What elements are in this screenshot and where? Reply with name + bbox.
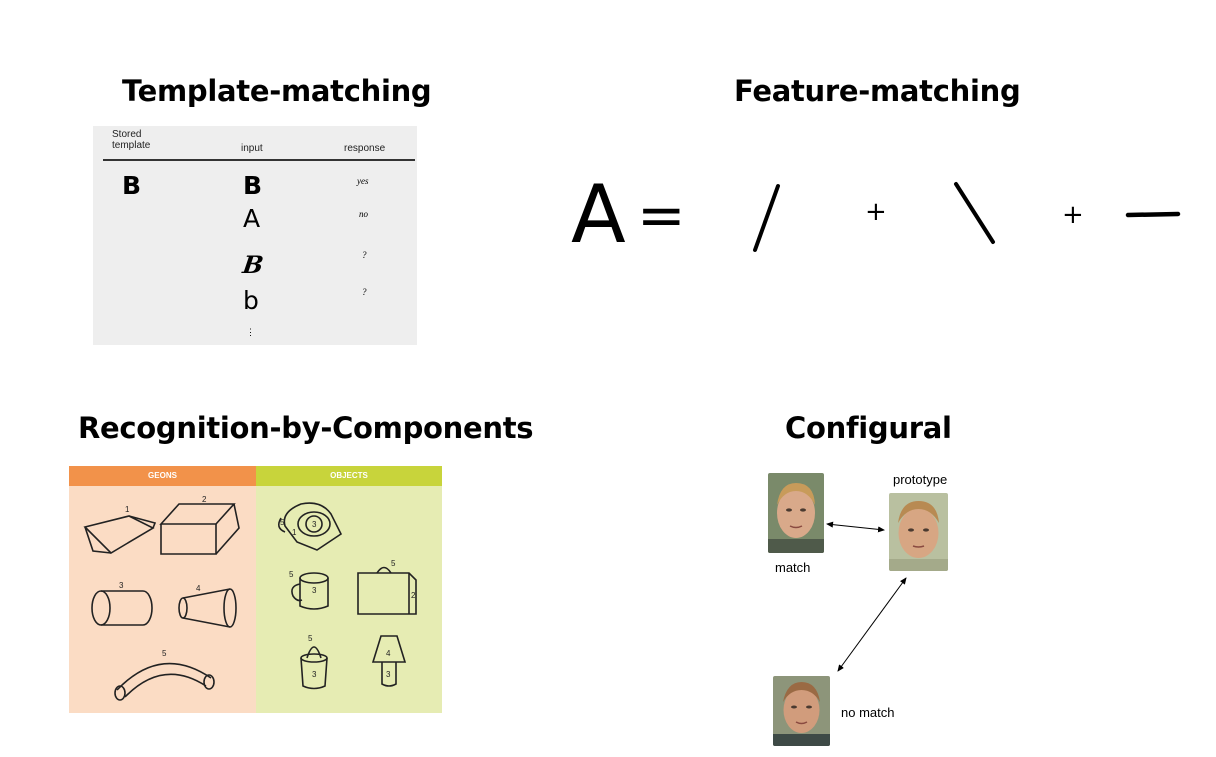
briefcase-object-icon xyxy=(357,566,417,615)
objects-header: OBJECTS xyxy=(256,466,442,486)
object-number: 2 xyxy=(411,591,416,600)
response-value: ? xyxy=(362,287,367,297)
input-letter: B xyxy=(243,171,263,200)
response-value: ? xyxy=(362,250,367,260)
feature-strokes xyxy=(753,182,1181,252)
object-number: 5 xyxy=(308,634,313,643)
geon-number: 1 xyxy=(125,505,130,514)
no-match-arrow xyxy=(837,577,907,672)
feature-matching-title: Feature-matching xyxy=(734,74,1021,108)
geon-number: 3 xyxy=(119,581,124,590)
geons-header: GEONS xyxy=(69,466,256,486)
geon-cylinder-icon xyxy=(91,590,153,626)
header-rule xyxy=(103,159,415,161)
stored-template-letter: B xyxy=(122,171,142,200)
geon-curved-tube-icon xyxy=(114,662,215,701)
face-prototype-face xyxy=(889,493,948,571)
back-slash-stroke xyxy=(954,182,995,244)
object-number: 1 xyxy=(292,528,297,537)
input-letter: A xyxy=(243,204,261,233)
object-number: 5 xyxy=(289,570,294,579)
rbc-title: Recognition-by-Components xyxy=(78,411,534,445)
template-matching-title: Template-matching xyxy=(122,74,432,108)
geon-cone-icon xyxy=(178,588,237,628)
face-match-face xyxy=(768,473,824,553)
lamp-object-icon xyxy=(371,635,407,687)
forward-slash-stroke xyxy=(753,184,780,252)
object-number: 4 xyxy=(386,649,391,658)
response-value: yes xyxy=(357,176,369,186)
horizontal-stroke xyxy=(1125,211,1181,218)
object-number: 3 xyxy=(386,670,391,679)
feature-letter: A xyxy=(571,168,626,261)
plus-sign: + xyxy=(1062,200,1084,230)
object-number: 5 xyxy=(280,518,285,527)
geon-box-icon xyxy=(159,503,240,555)
objects-label: OBJECTS xyxy=(330,471,368,480)
plus-sign: + xyxy=(865,197,887,227)
telephone-object-icon xyxy=(277,502,343,551)
equals-sign: = xyxy=(637,181,686,249)
input-letter: b xyxy=(243,286,259,315)
header-input: input xyxy=(241,143,263,154)
geons-label: GEONS xyxy=(148,471,177,480)
prototype-label: prototype xyxy=(893,472,948,487)
header-stored-template: Stored template xyxy=(112,129,151,151)
ellipsis: ⋮ xyxy=(246,327,255,337)
mug-object-icon xyxy=(291,572,329,610)
header-response: response xyxy=(344,143,386,154)
face-no-match-face xyxy=(773,676,830,746)
object-number: 3 xyxy=(312,520,317,529)
object-number: 3 xyxy=(312,670,317,679)
rbc-drawings: 1 2 3 4 5 xyxy=(83,495,417,701)
configural-title: Configural xyxy=(785,411,952,445)
match-label: match xyxy=(775,560,811,575)
geons-objects-panel: GEONS OBJECTS xyxy=(69,466,442,713)
object-number: 5 xyxy=(391,559,396,568)
pail-object-icon xyxy=(300,646,328,690)
response-value: no xyxy=(359,209,368,219)
geon-number: 5 xyxy=(162,649,167,658)
geon-number: 2 xyxy=(202,495,207,504)
object-number: 3 xyxy=(312,586,317,595)
match-arrow xyxy=(826,521,885,533)
objects-area xyxy=(256,486,442,713)
template-table: Stored template input response B B yes A… xyxy=(93,126,417,345)
no-match-label: no match xyxy=(841,705,895,720)
geon-number: 4 xyxy=(196,584,201,593)
geon-wedge-icon xyxy=(83,515,157,555)
